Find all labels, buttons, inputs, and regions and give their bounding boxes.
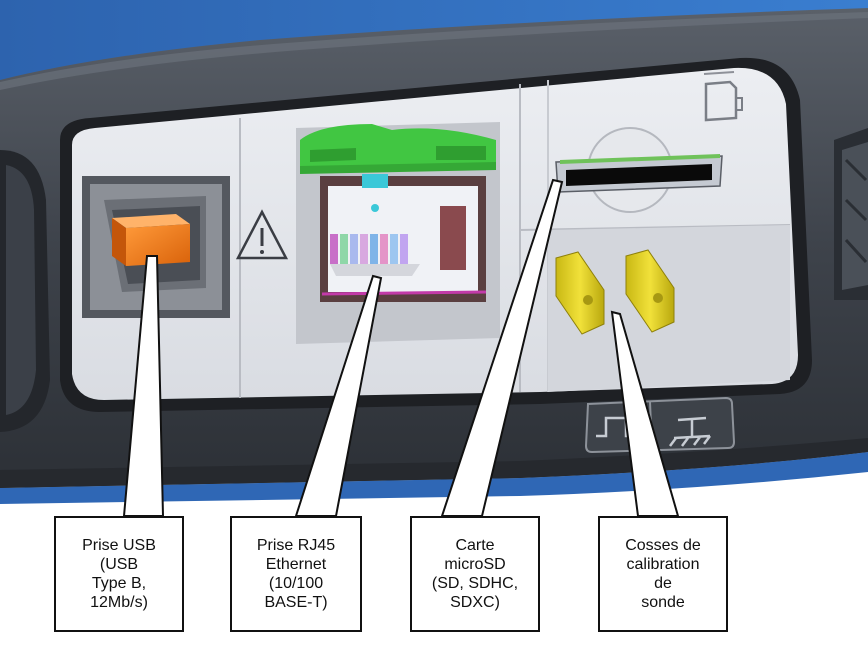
callout-rj45-port: Prise RJ45 Ethernet (10/100 BASE-T): [230, 516, 362, 632]
callout-microsd-line-3: (SD, SDHC,: [431, 575, 519, 592]
callout-rj45-line-2: Ethernet: [265, 556, 327, 573]
callout-microsd-line-2: microSD: [444, 556, 506, 573]
ground-icon: [669, 416, 711, 447]
usb-port: [82, 176, 230, 318]
callout-probe-line-1: Cosses de: [625, 537, 701, 554]
callout-rj45-line-1: Prise RJ45: [256, 537, 336, 554]
side-recess-left: [0, 150, 50, 432]
callout-usb-line-1: Prise USB: [82, 537, 156, 554]
callout-usb-port: Prise USB (USB Type B, 12Mb/s): [54, 516, 184, 632]
rj45-contacts: [330, 234, 420, 276]
callout-probe-line-4: sonde: [641, 594, 685, 611]
microsd-slot: [555, 127, 723, 213]
callout-microsd-slot: Carte microSD (SD, SDHC, SDXC): [410, 516, 540, 632]
usb-connector-orange: [112, 214, 190, 266]
rj45-led-housing-green: [300, 124, 496, 174]
callout-microsd-line-1: Carte: [455, 537, 495, 554]
callout-usb-line-4: 12Mb/s): [90, 594, 148, 611]
sd-card-icon: [703, 71, 743, 122]
probe-lug-left: [555, 251, 605, 335]
warning-triangle-icon: [235, 209, 289, 260]
callout-probe-line-3: de: [654, 575, 672, 592]
probe-lug-right: [625, 249, 675, 333]
rj45-port: [296, 122, 500, 344]
callout-probe-line-2: calibration: [626, 556, 700, 573]
callout-microsd-line-4: SDXC): [450, 594, 500, 611]
symbol-plate: [584, 396, 736, 454]
callout-rj45-line-3: (10/100: [268, 575, 324, 592]
callout-rj45-line-4: BASE-T): [264, 594, 328, 611]
probe-calibration-lugs: [555, 249, 675, 335]
callout-usb-line-3: Type B,: [91, 575, 147, 592]
side-recess-right: [834, 128, 868, 300]
callout-usb-line-2: (USB: [99, 556, 139, 573]
callout-probe-calibration: Cosses de calibration de sonde: [598, 516, 728, 632]
